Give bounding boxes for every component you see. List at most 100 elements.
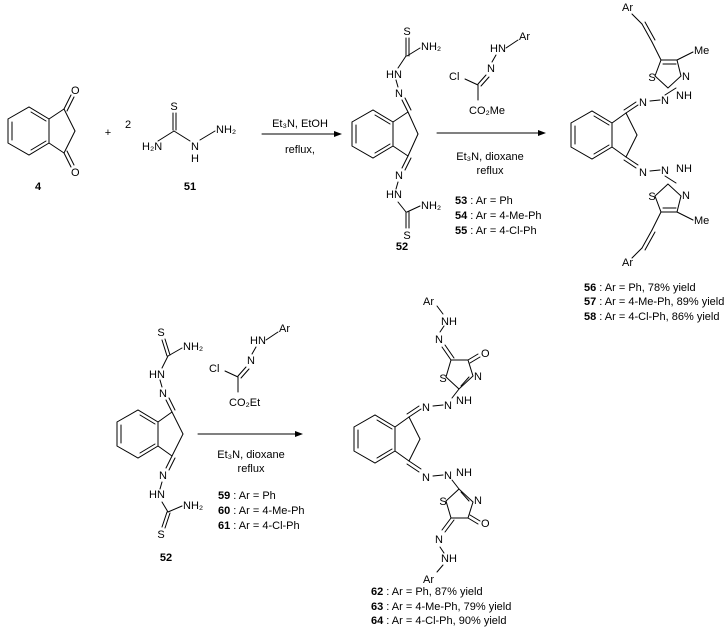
atom-oxygen: O bbox=[481, 348, 490, 360]
stoichiometry: 2 bbox=[125, 119, 131, 131]
atom-sulfur: S bbox=[403, 26, 410, 38]
variant-item: 59 : Ar = Ph bbox=[218, 490, 276, 502]
atom-nitrogen: N bbox=[395, 170, 403, 182]
result-item: 64 : Ar = 4-Cl-Ph, 90% yield bbox=[371, 615, 506, 627]
atom-hydrazine: NH bbox=[441, 553, 457, 565]
atom-aryl: Ar bbox=[622, 2, 633, 14]
compound-51-structure: S H₂N N H NH₂ bbox=[142, 101, 236, 165]
atom-nitrogen: N bbox=[444, 470, 452, 482]
atom-hydrazine: NH bbox=[456, 395, 472, 407]
result-item: 58 : Ar = 4-Cl-Ph, 86% yield bbox=[584, 311, 719, 323]
variant-list: 59 : Ar = Ph 60 : Ar = 4-Me-Ph 61 : Ar =… bbox=[218, 490, 305, 532]
atom-oxygen: O bbox=[71, 85, 80, 97]
reaction-conditions: Et₃N, dioxane bbox=[217, 449, 284, 461]
atom-chlorine: Cl bbox=[449, 71, 459, 83]
ester-group: CO₂Et bbox=[229, 397, 260, 409]
atom-nitrogen: N bbox=[159, 470, 167, 482]
atom-sulfur: S bbox=[157, 327, 164, 339]
atom-sulfur: S bbox=[439, 373, 446, 385]
atom-hydrogen: H bbox=[191, 153, 199, 165]
reaction-conditions: Et₃N, dioxane bbox=[456, 151, 523, 163]
reaction-arrow bbox=[197, 431, 303, 437]
atom-aryl: Ar bbox=[519, 31, 530, 43]
atom-nitrogen: N bbox=[435, 334, 443, 346]
atom-nitrogen: N bbox=[191, 141, 199, 153]
methyl-group: Me bbox=[694, 215, 709, 227]
atom-oxygen: O bbox=[71, 167, 80, 179]
atom-nitrogen: N bbox=[682, 190, 690, 202]
product-56-58-structure: N N NH S N Me Ar N N NH S N Me bbox=[570, 2, 709, 269]
product-62-64-structure: N N NH S N O N NH Ar N N NH S N O bbox=[353, 296, 490, 586]
variant-item: 61 : Ar = 4-Cl-Ph bbox=[218, 520, 300, 532]
result-list: 56 : Ar = Ph, 78% yield 57 : Ar = 4-Me-P… bbox=[584, 282, 724, 323]
atom-hydrazine: HN bbox=[149, 489, 165, 501]
reagent-hydrazonoyl-chloride: HN Ar N Cl CO₂Et bbox=[209, 323, 290, 409]
atom-hydrazine: HN bbox=[490, 43, 506, 55]
atom-amine: NH₂ bbox=[183, 500, 203, 512]
plus-sign: + bbox=[105, 127, 111, 139]
atom-hydrazine: HN bbox=[386, 69, 402, 81]
reaction-conditions: reflux, bbox=[285, 144, 315, 156]
compound-4-structure: O O bbox=[7, 85, 80, 179]
result-list: 62 : Ar = Ph, 87% yield 63 : Ar = 4-Me-P… bbox=[371, 586, 511, 627]
atom-nitrogen: N bbox=[661, 165, 669, 177]
compound-label: 52 bbox=[396, 241, 408, 253]
atom-sulfur: S bbox=[439, 496, 446, 508]
variant-item: 55 : Ar = 4-Cl-Ph bbox=[455, 225, 537, 237]
atom-hydrazine: NH bbox=[676, 163, 692, 175]
result-item: 63 : Ar = 4-Me-Ph, 79% yield bbox=[371, 601, 511, 613]
atom-sulfur: S bbox=[403, 230, 410, 242]
atom-nitrogen: N bbox=[159, 388, 167, 400]
methyl-group: Me bbox=[694, 45, 709, 57]
variant-item: 54 : Ar = 4-Me-Ph bbox=[455, 210, 542, 222]
variant-item: 53 : Ar = Ph bbox=[455, 195, 513, 207]
reaction-arrow bbox=[261, 131, 342, 137]
atom-hydrazine: HN bbox=[386, 189, 402, 201]
atom-aryl: Ar bbox=[423, 574, 434, 586]
reagent-hydrazonoyl-chloride: HN Ar N Cl CO₂Me bbox=[449, 31, 530, 117]
atom-nitrogen: N bbox=[682, 71, 690, 83]
atom-amine: NH₂ bbox=[216, 124, 236, 136]
result-item: 57 : Ar = 4-Me-Ph, 89% yield bbox=[584, 296, 724, 308]
atom-aryl: Ar bbox=[423, 296, 434, 308]
atom-nitrogen: N bbox=[395, 88, 403, 100]
atom-hydrazine: NH bbox=[456, 467, 472, 479]
atom-sulfur: S bbox=[157, 529, 164, 541]
result-item: 62 : Ar = Ph, 87% yield bbox=[371, 586, 483, 598]
atom-hydrazine: HN bbox=[149, 369, 165, 381]
variant-item: 60 : Ar = 4-Me-Ph bbox=[218, 505, 305, 517]
atom-amine: NH₂ bbox=[421, 41, 441, 53]
atom-aryl: Ar bbox=[279, 323, 290, 335]
atom-nitrogen: N bbox=[661, 95, 669, 107]
atom-sulfur: S bbox=[648, 72, 655, 84]
reaction-conditions: Et₃N, EtOH bbox=[272, 118, 328, 130]
compound-label: 51 bbox=[184, 181, 196, 193]
reaction-conditions: reflux bbox=[238, 463, 265, 475]
compound-label: 4 bbox=[35, 181, 42, 193]
compound-52-structure: N HN S NH₂ N HN S NH₂ bbox=[351, 26, 441, 242]
atom-nitrogen: N bbox=[487, 63, 495, 75]
compound-label: 52 bbox=[160, 552, 172, 564]
atom-nitrogen: N bbox=[247, 355, 255, 367]
atom-amine: NH₂ bbox=[183, 341, 203, 353]
atom-nitrogen: N bbox=[422, 472, 430, 484]
atom-nitrogen: N bbox=[444, 400, 452, 412]
ester-group: CO₂Me bbox=[469, 105, 505, 117]
atom-chlorine: Cl bbox=[209, 363, 219, 375]
atom-amine: H₂N bbox=[142, 141, 162, 153]
atom-nitrogen: N bbox=[474, 495, 482, 507]
atom-nitrogen: N bbox=[474, 371, 482, 383]
atom-aryl: Ar bbox=[622, 257, 633, 269]
atom-hydrazine: NH bbox=[441, 316, 457, 328]
atom-sulfur: S bbox=[170, 101, 177, 113]
atom-nitrogen: N bbox=[639, 167, 647, 179]
atom-sulfur: S bbox=[648, 191, 655, 203]
reaction-conditions: reflux bbox=[477, 165, 504, 177]
variant-list: 53 : Ar = Ph 54 : Ar = 4-Me-Ph 55 : Ar =… bbox=[455, 195, 542, 237]
atom-nitrogen: N bbox=[435, 534, 443, 546]
compound-52-structure: N HN S NH₂ N HN S NH₂ bbox=[116, 327, 203, 541]
atom-oxygen: O bbox=[481, 518, 490, 530]
atom-hydrazine: HN bbox=[250, 335, 266, 347]
atom-nitrogen: N bbox=[422, 402, 430, 414]
